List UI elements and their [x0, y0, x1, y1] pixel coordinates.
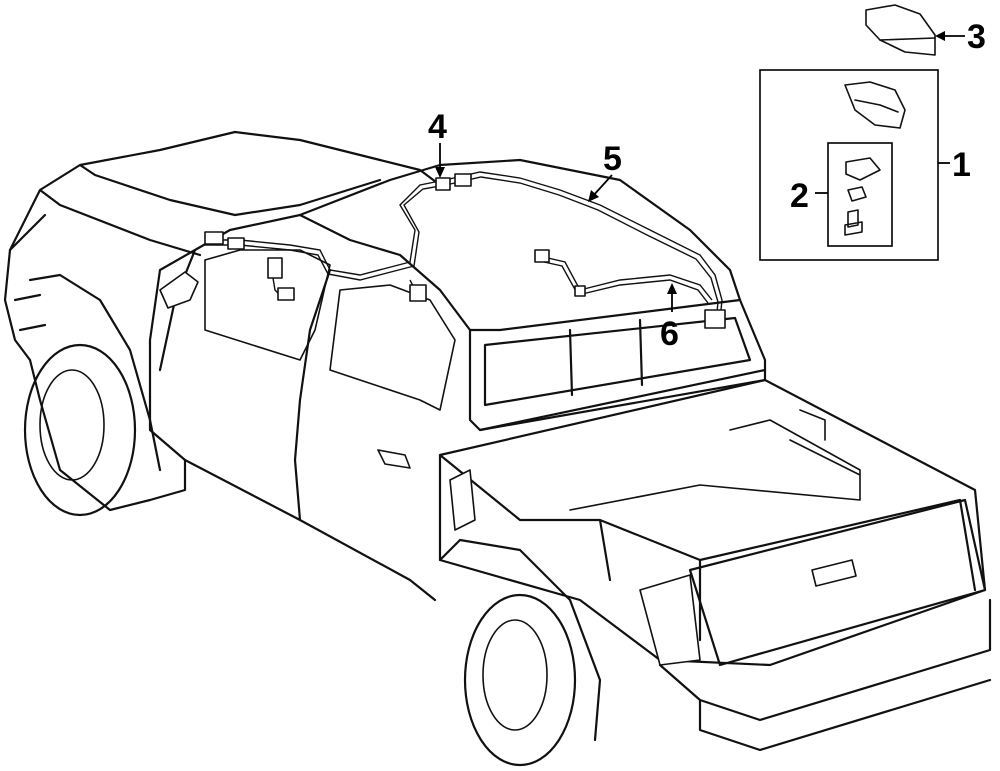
- front-window: [204, 249, 331, 361]
- antenna-cord-harness: [204, 171, 726, 329]
- connector-sub-end: [534, 249, 550, 263]
- callout-5: 5: [603, 140, 622, 178]
- antenna-base: [844, 81, 906, 129]
- front-wheel: [23, 343, 137, 517]
- clamp-4b: [454, 173, 472, 187]
- arrowhead-3: [935, 31, 945, 41]
- cab-roof: [298, 158, 742, 302]
- tailgate-handle: [811, 559, 857, 587]
- tail-light: [639, 574, 701, 666]
- callout-leaders: [435, 31, 965, 312]
- connector-front-d: [277, 287, 295, 301]
- tailgate: [688, 498, 987, 667]
- leader-5: [591, 174, 613, 198]
- rear-bumper: [658, 598, 992, 752]
- arrowhead-6: [667, 283, 677, 294]
- connector-front-a: [204, 231, 224, 245]
- rear-wheel-hub: [482, 619, 548, 731]
- connector-front-c: [267, 257, 283, 279]
- antenna-gasket: [845, 157, 881, 181]
- clamp-4a: [435, 177, 451, 191]
- antenna-base-body: [844, 81, 906, 129]
- antenna-cord-sub-2: [534, 259, 709, 304]
- truck-hood: [8, 130, 442, 257]
- rear-window: [329, 284, 456, 411]
- antenna-base-inner: [854, 99, 899, 113]
- antenna-assembly: [865, 4, 936, 56]
- front-fender: [28, 273, 187, 512]
- clip-sub: [574, 285, 586, 297]
- truck-front: [3, 213, 47, 362]
- antenna-bolt: [844, 209, 863, 236]
- rear-wheel: [463, 593, 577, 767]
- antenna-cord-main: [205, 171, 723, 321]
- antenna-fasteners: [844, 157, 881, 236]
- bed-inner: [569, 409, 861, 511]
- rear-fender: [438, 538, 602, 742]
- arrowhead-5: [588, 190, 599, 202]
- callout-2: 2: [790, 177, 809, 215]
- antenna-cord-main-2: [205, 176, 719, 323]
- part-box-2: [827, 142, 893, 247]
- callout-4: 4: [428, 108, 447, 146]
- connector-front-b: [227, 237, 245, 250]
- arrowhead-4: [435, 167, 445, 178]
- truck-illustration: [3, 130, 992, 767]
- connector-pillar: [409, 284, 427, 302]
- callout-1: 1: [952, 146, 971, 184]
- front-wheel-hub: [39, 369, 105, 481]
- antenna-cord-sub: [534, 254, 713, 301]
- bed-side-panel: [449, 469, 476, 531]
- callout-6: 6: [660, 315, 679, 353]
- antenna-nut: [847, 186, 867, 202]
- cab-outline: [148, 213, 472, 602]
- side-mirror: [159, 271, 199, 309]
- door-handle: [377, 449, 411, 469]
- shark-fin-antenna: [865, 4, 936, 56]
- truck-bed: [438, 368, 987, 667]
- shark-fin-antenna-edge: [879, 37, 936, 41]
- part-box-1: [759, 69, 939, 261]
- callout-3: 3: [967, 18, 986, 56]
- connector-rear: [704, 309, 726, 329]
